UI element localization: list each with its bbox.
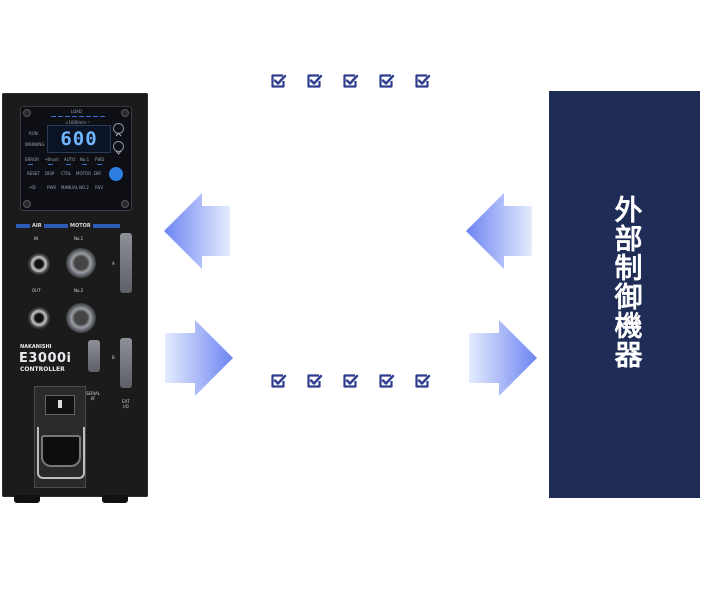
ext-io-label: EXT I/O [122,399,130,409]
model-name: E3000i [19,351,72,366]
motor-no2-label: No.2 [74,288,84,293]
air-in-label: IN [34,236,39,241]
load-label: LOAD [71,109,82,114]
run-label: RUN [29,131,38,136]
power-module [34,386,86,488]
check-square-icon [413,372,431,390]
ext-io-connector-a[interactable] [120,233,132,293]
arrow-right-icon [469,320,537,396]
port-b-label: B [112,355,115,360]
air-out-label: OUT [32,288,41,293]
up-button[interactable] [113,123,124,137]
controller-unit: LOAD ×1000min⁻¹ RUN WARNING 600 ERROR •B… [2,93,148,503]
panel-key-label: •ID [29,185,36,190]
panel-key-label: DISP [45,171,55,176]
chevron-up-icon [115,132,122,137]
speed-display: 600 [47,125,111,153]
motor-label: MOTOR [68,223,93,229]
check-square-icon [413,72,431,90]
air-out-port[interactable] [28,307,50,329]
brand-name: NAKANISHI [20,344,52,350]
warning-label: WARNING [25,142,45,147]
panel-key-label: MANUAL [61,185,79,190]
air-in-port[interactable] [28,253,50,275]
start-button[interactable] [109,167,123,181]
screw [23,109,31,117]
arrow-left-icon [164,193,230,269]
control-panel: LOAD ×1000min⁻¹ RUN WARNING 600 ERROR •B… [20,106,132,211]
motor-no1-label: No.1 [74,236,84,241]
panel-key-label: AUTO [64,157,76,162]
arrow-right-icon [165,320,233,396]
panel-key-label: FWD [95,157,105,162]
power-switch[interactable] [45,395,75,415]
panel-key-label: •Brush [45,157,59,162]
motor1-connector[interactable] [66,248,96,278]
panel-key-label: RSV [95,185,104,190]
motor2-connector[interactable] [66,303,96,333]
check-square-icon [269,72,287,90]
check-row-bottom [269,372,431,390]
chevron-down-icon [115,150,122,155]
external-device-box: 外部制御機器 [549,91,700,498]
speed-unit-label: ×1000min⁻¹ [65,120,90,125]
panel-key-label: NO.2 [79,185,89,190]
check-square-icon [377,72,395,90]
cord-retainer [37,427,85,479]
panel-key-label: PWR [47,185,57,190]
controller-foot [102,495,128,503]
check-row-top [269,72,431,90]
controller-foot [14,495,40,503]
external-device-label: 外部制御機器 [610,195,644,369]
power-inlet [41,435,81,467]
screw [121,200,129,208]
panel-key-label: No.1 [80,157,90,162]
port-a-label: A [112,261,115,266]
panel-key-label: DIR [94,171,102,176]
check-square-icon [269,372,287,390]
check-square-icon [377,372,395,390]
panel-key-label: CTRL [61,171,72,176]
controller-subtitle: CONTROLLER [20,366,65,373]
check-square-icon [341,372,359,390]
arrow-left-icon [466,193,532,269]
panel-key-label: RESET [27,171,40,176]
check-square-icon [305,72,323,90]
screw [23,200,31,208]
ext-io-connector-b[interactable] [120,338,132,388]
air-label: AIR [30,223,44,229]
panel-key-label: ERROR [25,157,40,162]
serial-connector[interactable] [88,340,100,372]
serial-if-label: SERIAL I/F [86,391,100,401]
down-button[interactable] [113,141,124,155]
screw [121,109,129,117]
check-square-icon [305,372,323,390]
panel-key-label: MOTOR [76,171,91,176]
check-square-icon [341,72,359,90]
